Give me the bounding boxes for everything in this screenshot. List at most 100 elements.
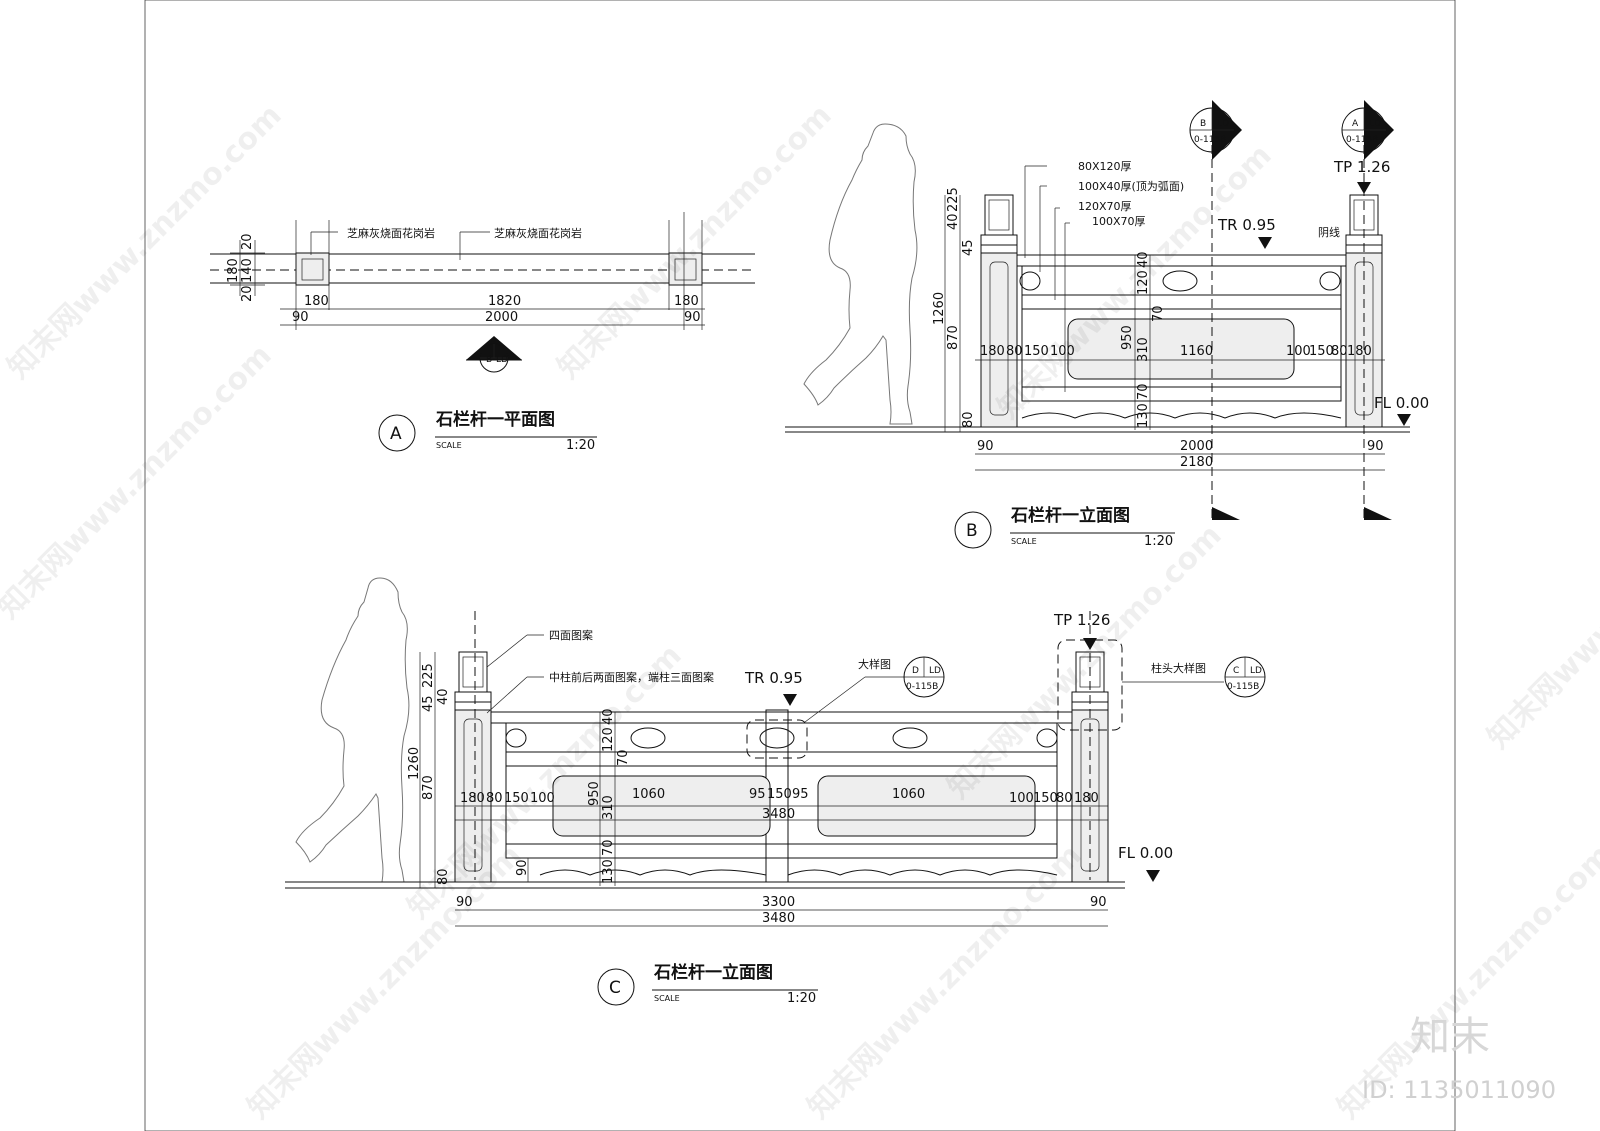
plan-title-block: [378, 414, 597, 452]
plan-view: [210, 212, 755, 373]
plan-dim-bottom: 90: [292, 310, 309, 325]
elev-c-dim-inline: 1060: [892, 787, 925, 802]
watermark-text: 知末网www.znzmo.com: [1481, 468, 1600, 756]
elev-c-note-pattern4: 四面图案: [549, 628, 593, 642]
elev-b-dim-inline: 80: [1331, 344, 1348, 359]
plan-title: 石栏杆一平面图: [435, 409, 555, 430]
elev-b-note: 100X70厚: [1092, 215, 1146, 228]
elev-b-dim-bottom: 90: [977, 439, 994, 454]
watermark-text: 知末网www.znzmo.com: [801, 838, 1089, 1126]
elev-b-tag-letter: B: [1200, 119, 1206, 129]
elev-b-title-block: [954, 511, 1175, 549]
plan-dim-top: 180: [304, 294, 329, 309]
elev-c-dim-mid-total: 3480: [762, 807, 795, 822]
elev-b-dim-inline: 150: [1309, 344, 1334, 359]
elev-c-dim-inline: 100: [1009, 791, 1034, 806]
elev-b-dim-left: 1260: [932, 292, 947, 325]
elev-b-title: 石栏杆一立面图: [1010, 505, 1130, 526]
elev-c-dim-rail: 310: [601, 795, 616, 820]
elev-c-dim-left: 80: [436, 868, 451, 885]
elev-b-dim-inline: 100: [1286, 344, 1311, 359]
plan-dim-v: 20: [240, 285, 255, 302]
elev-b-dim-left: 225: [946, 187, 961, 212]
elevation-b: [785, 100, 1411, 520]
plan-dim-bottom: 90: [684, 310, 701, 325]
plan-dim-top: 180: [674, 294, 699, 309]
elev-c-dim-rail: 40: [601, 708, 616, 725]
elev-c-dim-inline: 95: [792, 787, 809, 802]
elev-c-dim-rail: 70: [616, 749, 631, 766]
watermark-text: 知末网www.znzmo.com: [0, 338, 279, 626]
elev-b-scale: 1:20: [1144, 534, 1173, 549]
plan-dim-v: 140: [240, 258, 255, 283]
elev-b-dim-left: 870: [946, 325, 961, 350]
elev-c-post-detail-note: 柱头大样图: [1151, 661, 1206, 675]
elev-b-tag-letter: A: [1352, 119, 1359, 129]
elev-b-shade-note: 阴线: [1318, 225, 1340, 239]
elev-c-dim-left: 1260: [407, 747, 422, 780]
elev-b-tr: TR 0.95: [1217, 216, 1276, 234]
elev-c-tp: TP 1.26: [1053, 611, 1110, 629]
plan-section-letter: B: [486, 355, 492, 365]
elev-c-dim-rail: 950: [587, 781, 602, 806]
elevation-c: [285, 577, 1266, 927]
elev-b-dim-left: 40: [946, 213, 961, 230]
elev-b-tag-sheet: 0-115B: [1194, 135, 1226, 145]
elev-c-dim-bottom: 3480: [762, 911, 795, 926]
elev-b-dim-rail: 950: [1120, 325, 1135, 350]
elev-c-tag-code: LD: [1250, 666, 1262, 676]
elev-c-tag-letter: D: [912, 666, 919, 676]
elev-b-dim-inline: 80: [1006, 344, 1023, 359]
elev-c-title-letter: C: [609, 978, 621, 998]
elev-b-dim-rail: 40: [1136, 251, 1151, 268]
elev-c-dim-inline: 80: [486, 791, 503, 806]
elev-c-dim-left: 225: [421, 663, 436, 688]
elev-b-tag-code: LD: [1369, 119, 1381, 129]
elev-c-note-pattern-mid: 中柱前后两面图案，端柱三面图案: [549, 670, 714, 684]
elev-b-dim-bottom: 90: [1367, 439, 1384, 454]
elev-b-tag-sheet: 0-115B: [1346, 135, 1378, 145]
person-figure: [803, 123, 918, 425]
elev-c-tag-code: LD: [929, 666, 941, 676]
elev-c-dim-left: 870: [421, 775, 436, 800]
plan-title-letter: A: [390, 424, 402, 444]
elev-b-dim-left: 80: [961, 411, 976, 428]
plan-note-right: 芝麻灰烧面花岗岩: [494, 226, 582, 240]
person-figure: [295, 577, 410, 883]
elev-c-tag-sheet: 0-115B: [1227, 682, 1259, 692]
elev-c-tag-sheet: 0-115B: [906, 682, 938, 692]
elev-b-dim-rail: 70: [1136, 383, 1151, 400]
elev-b-tp: TP 1.26: [1333, 158, 1390, 176]
elev-b-dim-bottom: 2000: [1180, 439, 1213, 454]
plan-section-code: LD: [496, 355, 508, 365]
elev-b-dim-bottom: 2180: [1180, 455, 1213, 470]
elev-c-dim-left: 40: [436, 688, 451, 705]
sheet-frame: [144, 0, 1456, 1131]
elev-c-detail-note: 大样图: [858, 657, 891, 671]
elev-b-dim-rail: 120: [1136, 270, 1151, 295]
elev-b-dim-inline: 180: [980, 344, 1005, 359]
elev-c-dim-inline: 150: [1033, 791, 1058, 806]
elev-b-dim-rail: 130: [1136, 403, 1151, 428]
plan-dim-v: 180: [226, 258, 241, 283]
elev-c-dim-bottom: 90: [456, 895, 473, 910]
elev-c-dim-left: 45: [421, 695, 436, 712]
plan-note-left: 芝麻灰烧面花岗岩: [347, 226, 435, 240]
plan-dim-top: 1820: [488, 294, 521, 309]
elev-c-title-block: [597, 968, 818, 1006]
elev-b-dim-inline: 150: [1024, 344, 1049, 359]
plan-dim-v: 20: [240, 233, 255, 250]
elev-c-dim-rail: 120: [601, 727, 616, 752]
elev-c-dim-rail: 130: [601, 859, 616, 884]
elev-b-dim-inline: 180: [1347, 344, 1372, 359]
elev-c-dim-inline: 180: [460, 791, 485, 806]
elev-c-dim-inline: 150: [504, 791, 529, 806]
elev-b-note: 100X40厚(顶为弧面): [1078, 179, 1184, 193]
watermark-text: 知末网www.znzmo.com: [241, 838, 529, 1126]
plan-scale: 1:20: [566, 438, 595, 453]
watermark-text: 知末网www.znzmo.com: [551, 98, 839, 386]
elev-b-dim-left: 45: [961, 239, 976, 256]
elev-b-note: 80X120厚: [1078, 160, 1132, 173]
elev-c-dim-bottom: 3300: [762, 895, 795, 910]
